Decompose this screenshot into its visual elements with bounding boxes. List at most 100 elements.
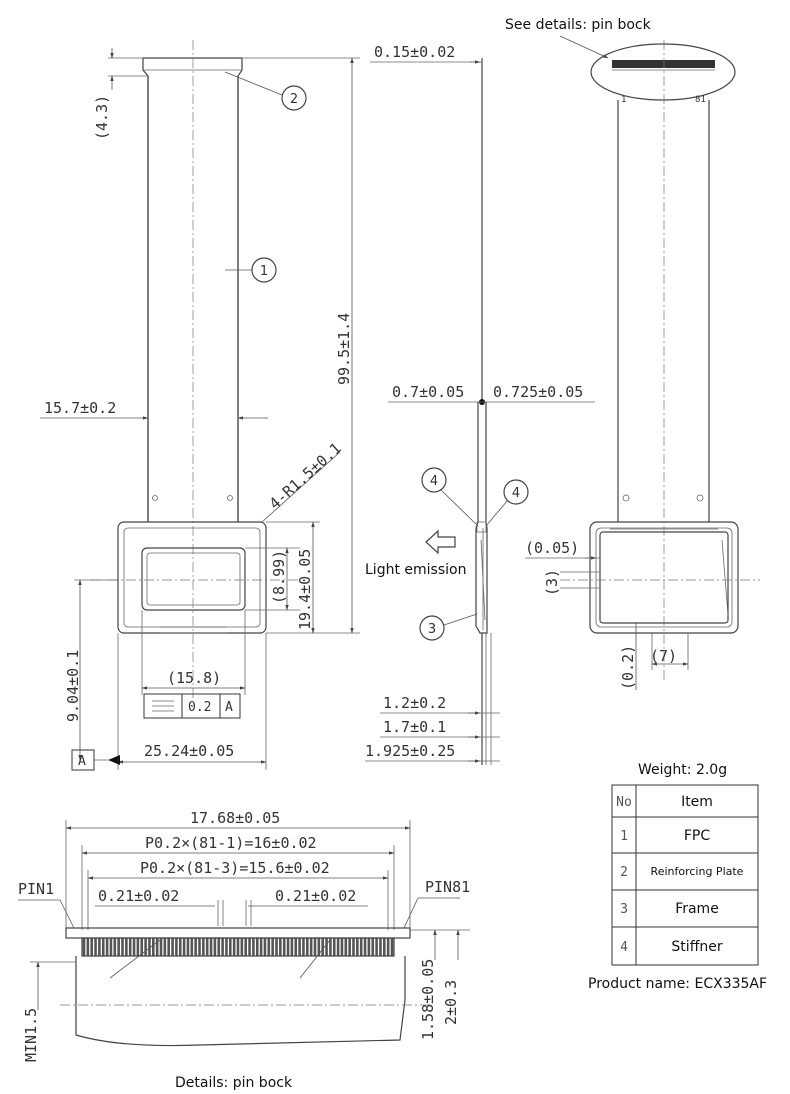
pin-pad <box>109 938 113 956</box>
datum-label: A <box>78 754 86 769</box>
dim-t1: 1.2±0.2 <box>383 694 446 712</box>
pin-pad <box>136 938 140 956</box>
pin-pad <box>244 938 247 956</box>
detail-caption: Details: pin bock <box>175 1075 293 1091</box>
dim-top-offset: (4.3) <box>93 95 111 140</box>
pin-pad <box>171 938 174 956</box>
pin-pad <box>190 938 194 956</box>
pin-pad <box>302 938 305 956</box>
weight-label: Weight: 2.0g <box>638 762 727 778</box>
pin-pad <box>271 938 274 956</box>
pin-pad <box>275 938 278 956</box>
balloon-2 <box>281 85 307 111</box>
pin-pad <box>198 938 201 956</box>
table-row-item: FPC <box>684 828 710 844</box>
pin-pad <box>317 938 321 956</box>
pin1-label: PIN1 <box>18 880 54 898</box>
dim-frame-height: 19.4±0.05 <box>296 549 314 630</box>
dim-bottom-offset: (0.2) <box>619 645 637 690</box>
balloon-1 <box>251 257 277 283</box>
display-window <box>141 547 246 611</box>
dim-t3: 1.925±0.25 <box>365 742 455 760</box>
pin-pad <box>352 938 355 956</box>
pin-pad <box>213 938 217 956</box>
pin-pad <box>363 938 367 956</box>
pin-pad <box>332 938 336 956</box>
pin-pad <box>367 938 371 956</box>
pin-pad <box>236 938 240 956</box>
pin-pad <box>175 938 178 956</box>
dim-pad-right: 0.21±0.02 <box>275 887 356 905</box>
svg-text:4: 4 <box>512 486 520 501</box>
detail-view: 17.68±0.05 P0.2×(81-1)=16±0.02 P0.2×(81-… <box>18 809 470 1091</box>
pin-pad <box>159 938 163 956</box>
pin-pad <box>167 938 170 956</box>
pin-pad <box>386 938 390 956</box>
balloon-3 <box>419 615 445 641</box>
pin-pad <box>86 938 90 956</box>
flatness-callout <box>143 693 241 719</box>
flatness-datum: A <box>225 700 233 715</box>
side-view: 0.15±0.02 0.7±0.05 0.725±0.05 Light emis… <box>365 43 595 765</box>
pin-pad <box>267 938 271 956</box>
pin-pad <box>155 938 159 956</box>
pin-pad <box>125 938 128 956</box>
pin-pad <box>240 938 244 956</box>
pin-pad <box>279 938 282 956</box>
dim-min: MIN1.5 <box>22 1008 40 1062</box>
pin-pad <box>148 938 151 956</box>
pin-pad <box>163 938 167 956</box>
dim-slot: (3) <box>543 569 561 596</box>
pin-pad <box>221 938 224 956</box>
pin-pad <box>340 938 344 956</box>
dim-pad-len: 1.58±0.05 <box>419 959 437 1040</box>
pin-pad <box>306 938 309 956</box>
table-row-item: Reinforcing Plate <box>651 865 744 878</box>
svg-text:4: 4 <box>430 474 438 489</box>
pin-pad <box>248 938 251 956</box>
table-row-no: 1 <box>620 829 628 844</box>
pin-pad <box>375 938 378 956</box>
dim-window-height: (8.99) <box>270 550 288 604</box>
pin-pad <box>263 938 267 956</box>
pin-pad <box>390 938 394 956</box>
pin-pad <box>356 938 359 956</box>
pin-pad <box>255 938 259 956</box>
frame-outline <box>117 521 267 634</box>
pin-pad <box>94 938 97 956</box>
dim-datum-offset: 9.04±0.1 <box>64 650 82 722</box>
dim-fpc-thickness: 0.15±0.02 <box>374 43 455 61</box>
parts-table: Weight: 2.0g No Item 1 FPC 2 Reinforcing… <box>588 762 767 992</box>
pin-pad <box>329 938 332 956</box>
pin-pad <box>282 938 286 956</box>
pin-pad <box>336 938 340 956</box>
back-view: See details: pin bock 1 81 (0.05) (3) (7… <box>505 17 760 690</box>
table-row-no: 4 <box>620 940 628 955</box>
side-frame <box>475 402 488 634</box>
dim-pitch-b: P0.2×(81-3)=15.6±0.02 <box>140 859 330 877</box>
table-row-no: 3 <box>620 902 628 917</box>
pin-pad <box>132 938 136 956</box>
dim-window-width: (15.8) <box>167 669 221 687</box>
dim-right-thickness: 0.725±0.05 <box>493 383 583 401</box>
light-emission-arrow <box>425 529 456 555</box>
svg-text:1: 1 <box>260 264 268 279</box>
pin-pad <box>140 938 144 956</box>
svg-text:3: 3 <box>428 622 436 637</box>
dim-corner-radius: 4-R1.5±0.1 <box>266 439 345 513</box>
pin-pad <box>152 938 155 956</box>
pin-pad <box>82 938 86 956</box>
pin-pad <box>225 938 228 956</box>
dim-total-length: 99.5±1.4 <box>335 313 353 385</box>
dim-t2: 1.7±0.1 <box>383 718 446 736</box>
pin-mark-1: 1 <box>621 95 626 105</box>
pin-pad <box>232 938 236 956</box>
pin-pad <box>90 938 93 956</box>
pin-pad <box>359 938 363 956</box>
pin-pad <box>113 938 117 956</box>
pin-pad <box>298 938 301 956</box>
pin-pad <box>194 938 197 956</box>
dim-overall: 17.68±0.05 <box>190 809 280 827</box>
pin-pad <box>209 938 213 956</box>
pin-pad <box>371 938 375 956</box>
